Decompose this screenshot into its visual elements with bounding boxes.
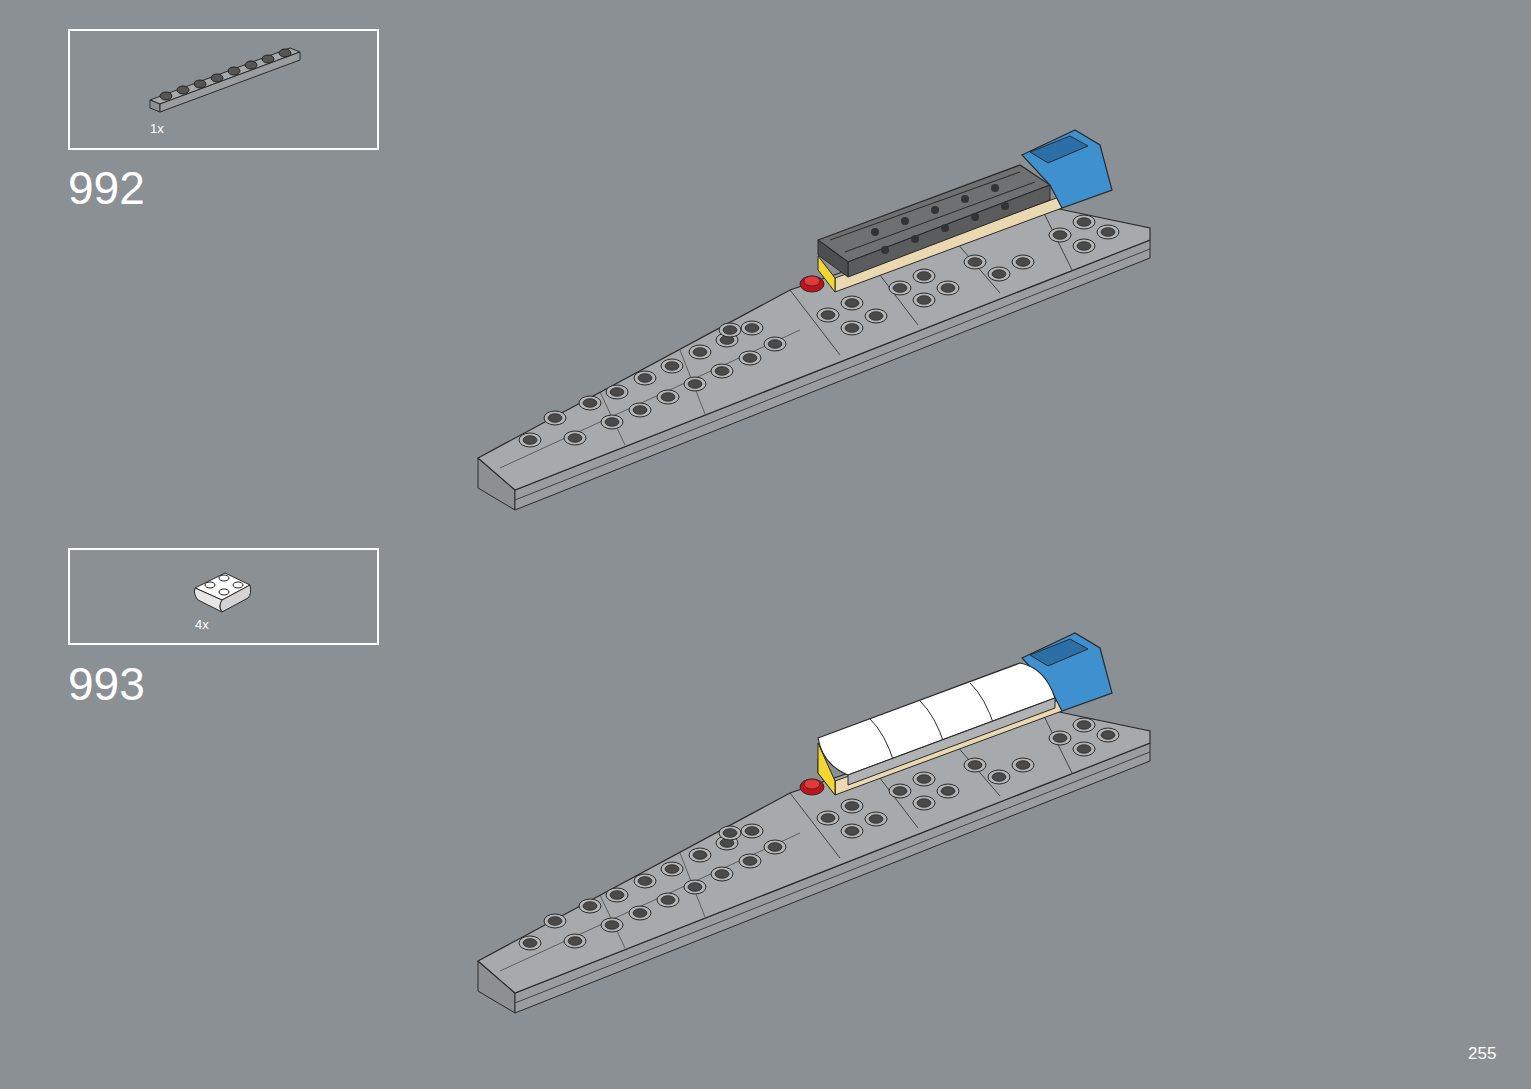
part-count: 4x: [195, 618, 209, 631]
parts-box: 1x: [68, 29, 379, 150]
step-number: 992: [68, 165, 145, 211]
part-white-slope: [194, 573, 250, 612]
part-count: 1x: [150, 122, 164, 135]
part-plate-1x8: [150, 48, 300, 112]
step-number: 993: [68, 661, 145, 707]
step-992-model: [478, 130, 1150, 510]
page-number: 255: [1468, 1045, 1496, 1062]
step-993-model: [478, 633, 1150, 1013]
parts-box: 4x: [68, 548, 379, 645]
